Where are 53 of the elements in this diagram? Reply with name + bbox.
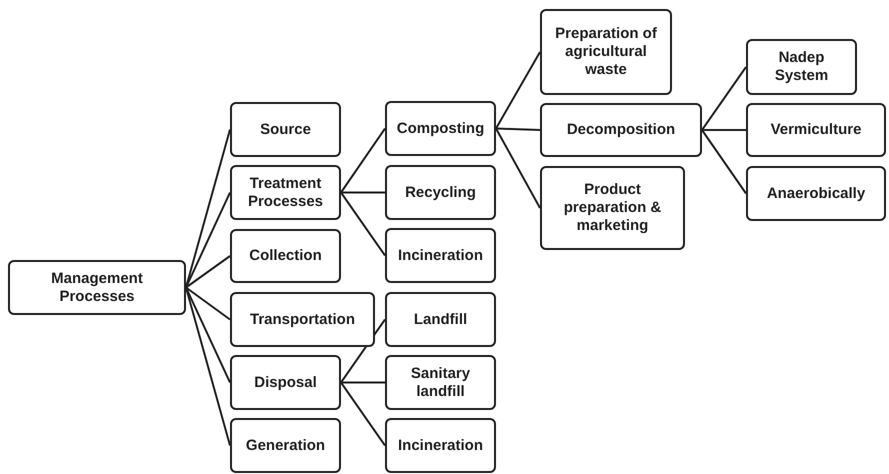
box-label: Composting <box>396 120 484 138</box>
process-box <box>385 355 496 410</box>
box-label: Nadep System <box>774 49 830 85</box>
connector-line <box>185 287 231 383</box>
process-box <box>8 260 186 315</box>
connector-line <box>185 192 231 288</box>
process-box <box>230 418 341 473</box>
connector-line <box>185 286 231 320</box>
process-box <box>540 9 672 95</box>
process-box <box>540 103 702 157</box>
connector-line <box>701 66 747 131</box>
process-box <box>385 292 496 347</box>
process-box <box>230 229 341 283</box>
box-label: Disposal <box>254 374 317 392</box>
process-box <box>230 165 341 220</box>
box-label: Management Processes <box>50 270 144 306</box>
process-box <box>385 165 496 220</box>
connector-line <box>341 382 385 384</box>
box-label: Incineration <box>398 436 483 454</box>
process-box <box>230 102 341 157</box>
box-label: Preparation of agricultural waste <box>554 25 658 79</box>
process-box <box>230 355 341 410</box>
connector-line <box>701 129 747 194</box>
connector-line <box>340 382 386 446</box>
connector-line <box>702 129 746 131</box>
process-box <box>385 418 496 473</box>
box-label: Transportation <box>250 310 355 328</box>
connector-line <box>341 192 385 194</box>
box-label: Vermiculture <box>770 121 862 139</box>
box-label: Anaerobically <box>766 184 866 202</box>
box-label: Source <box>260 120 311 138</box>
connector-line <box>496 128 540 131</box>
process-box <box>230 292 375 347</box>
box-label: Incineration <box>398 246 483 264</box>
box-label: Sanitary landfill <box>410 364 472 400</box>
connector-line <box>340 192 386 256</box>
process-box <box>746 166 886 221</box>
box-label: Recycling <box>405 184 476 202</box>
box-label: Product preparation & marketing <box>562 181 662 235</box>
process-box <box>746 103 886 157</box>
box-label: Generation <box>246 436 326 454</box>
connector-line <box>495 52 541 129</box>
process-box <box>385 228 496 283</box>
process-box <box>385 101 496 156</box>
connector-line <box>185 255 231 288</box>
process-box <box>746 39 857 95</box>
box-label: Landfill <box>414 310 468 328</box>
box-label: Decomposition <box>566 121 676 139</box>
box-label: Treatment Processes <box>246 174 324 210</box>
connector-line <box>340 128 386 194</box>
box-label: Collection <box>249 247 322 265</box>
connector-line <box>495 128 541 208</box>
process-box <box>540 166 685 250</box>
